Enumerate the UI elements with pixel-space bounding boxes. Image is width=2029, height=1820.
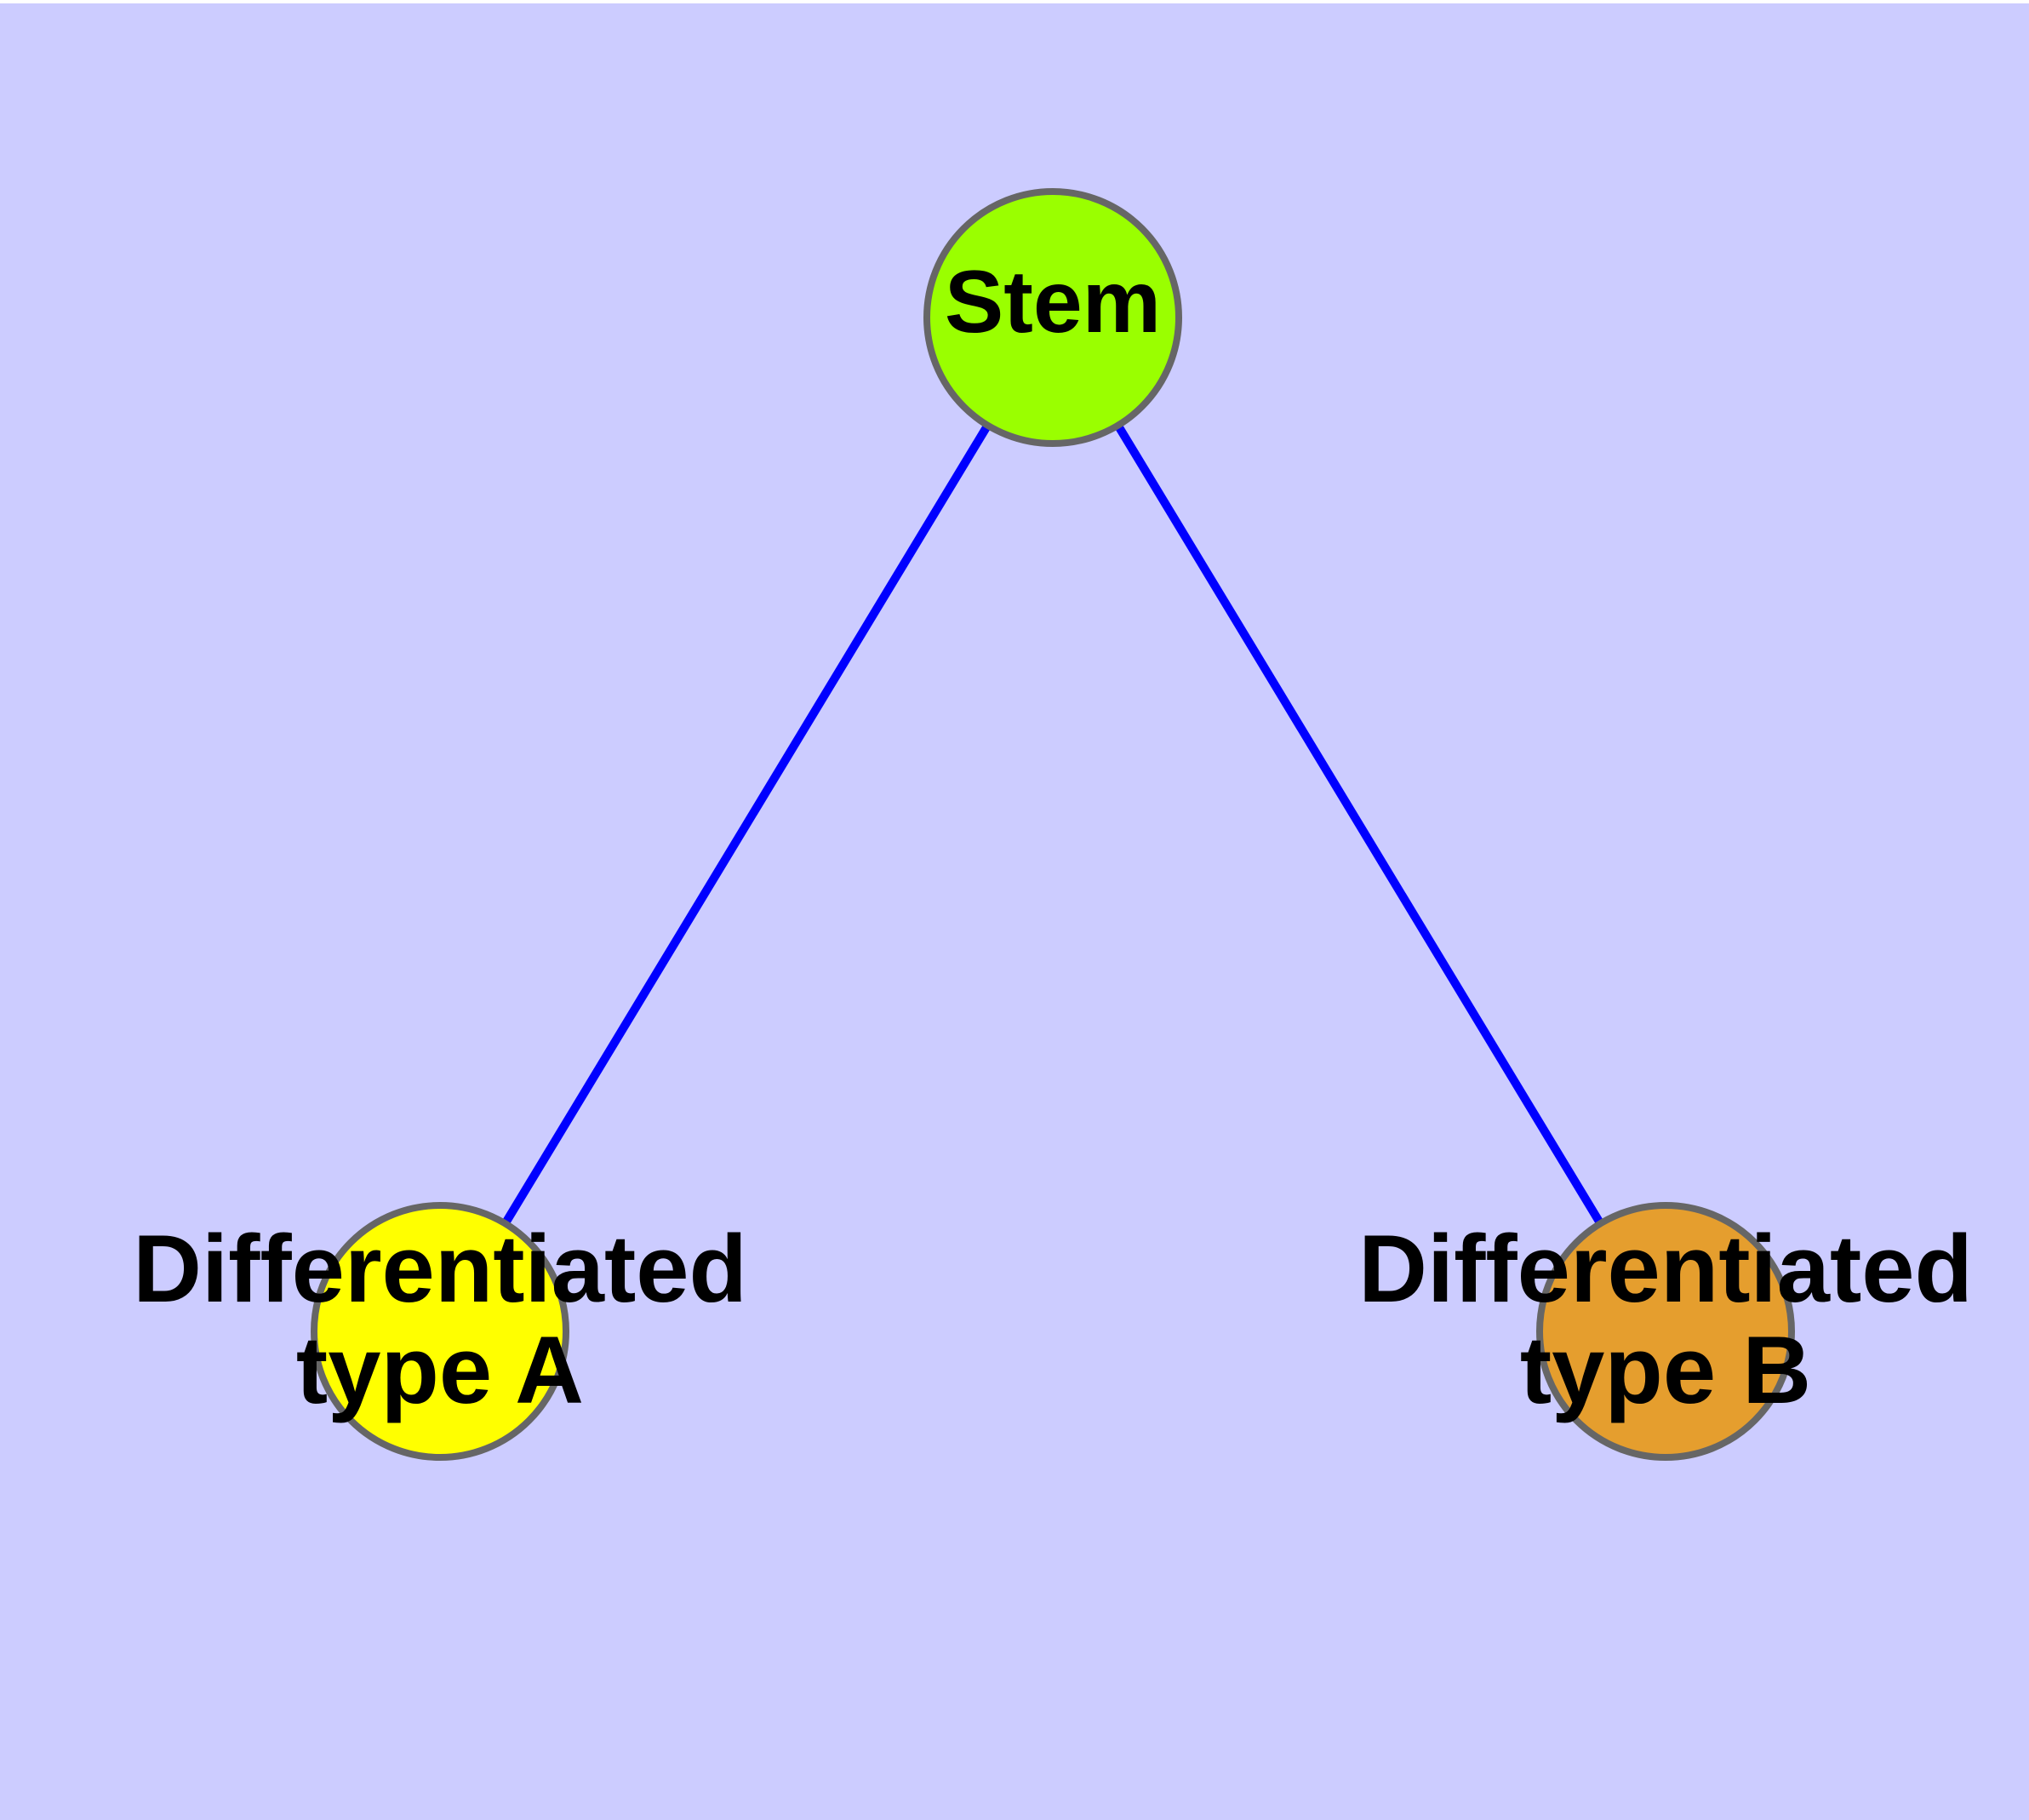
node-layer <box>311 188 1795 1461</box>
node-differentiated-type-a[interactable] <box>311 1202 569 1461</box>
node-differentiated-type-b[interactable] <box>1536 1202 1795 1461</box>
node-stem[interactable] <box>923 188 1182 447</box>
edge-stem-to-differentiated-type-b[interactable] <box>1049 315 1670 1334</box>
edge-stem-to-differentiated-type-a[interactable] <box>436 315 1057 1334</box>
edge-layer <box>436 315 1670 1334</box>
